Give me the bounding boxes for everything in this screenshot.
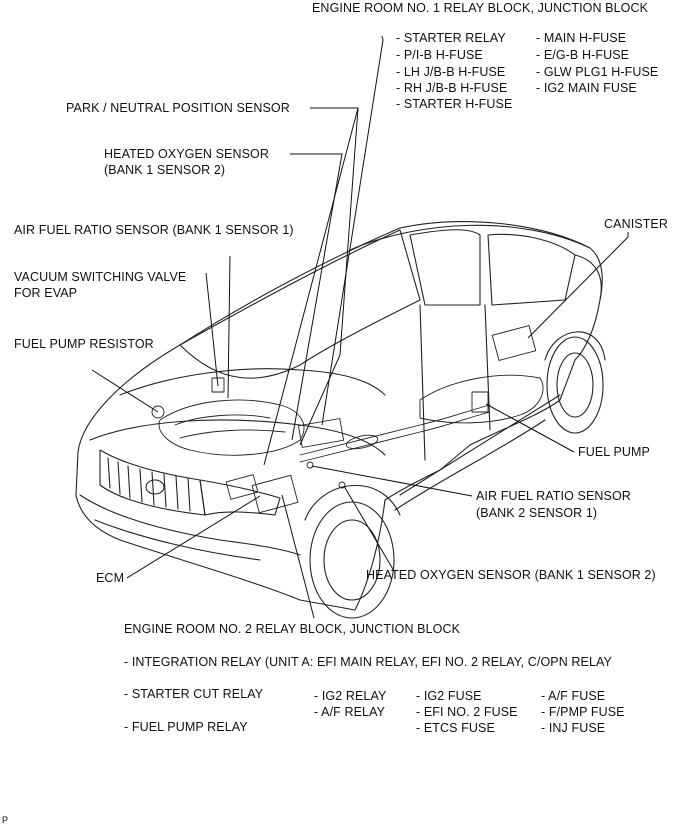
roof-line [349, 224, 591, 251]
label-heated-o2-top-1: HEATED OXYGEN SENSOR [104, 147, 269, 161]
leader-engine-room-2 [281, 494, 315, 619]
exhaust-pipe [299, 404, 491, 456]
leader-park-neutral [299, 107, 359, 446]
trunk-line [574, 254, 602, 301]
label-fuel-pump: FUEL PUMP [578, 445, 650, 459]
canister-part [491, 325, 537, 361]
er1-item-rh-jbb-hfuse: - RH J/B-B H-FUSE [396, 81, 508, 95]
leader-ecm [126, 495, 261, 579]
er1-item-ig2-main-fuse: - IG2 MAIN FUSE [536, 81, 637, 95]
er2-ig2-fuse: - IG2 FUSE [416, 689, 482, 703]
figure-id: P [2, 815, 9, 825]
er1-item-starter-hfuse: - STARTER H-FUSE [396, 97, 513, 111]
er2-etcs-fuse: - ETCS FUSE [416, 721, 495, 735]
er2-ig2-relay: - IG2 RELAY [314, 689, 387, 703]
er2-efi-no2-fuse: - EFI NO. 2 FUSE [416, 705, 518, 719]
leader-vsv [205, 272, 219, 387]
leader-af-b2s1 [311, 465, 473, 497]
side-sill [394, 419, 546, 511]
engine-block [158, 399, 305, 456]
car-body-outline [75, 221, 603, 611]
leader-engine-room-1 [321, 35, 384, 426]
windshield [179, 229, 421, 379]
label-canister: CANISTER [604, 217, 669, 231]
rear-wheel [546, 336, 604, 434]
front-wheel [309, 501, 395, 619]
er2-fpmp-fuse: - F/PMP FUSE [541, 705, 625, 719]
label-heated-o2-bottom: HEATED OXYGEN SENSOR (BANK 1 SENSOR 2) [366, 568, 656, 582]
relay-block-no1 [297, 418, 345, 448]
side-window-front [409, 229, 481, 306]
fuel-pump-part [471, 391, 489, 413]
label-ecm: ECM [96, 571, 125, 585]
engine-room-2-title: ENGINE ROOM NO. 2 RELAY BLOCK, JUNCTION … [124, 622, 461, 636]
leader-heated-o2-top [290, 153, 343, 441]
front-bumper [79, 494, 301, 556]
af-sensor-b2s1-part [306, 461, 314, 469]
leader-canister [527, 232, 629, 339]
vsv-part [211, 377, 225, 393]
er2-starter-cut-relay: - STARTER CUT RELAY [124, 687, 264, 701]
label-fuel-pump-resistor: FUEL PUMP RESISTOR [14, 337, 154, 351]
er1-item-glw-plg1-hfuse: - GLW PLG1 H-FUSE [536, 65, 659, 79]
label-af-sensor-b2s1-2: (BANK 2 SENSOR 1) [476, 506, 598, 520]
heated-o2-bottom-part [338, 481, 346, 489]
er1-item-lh-jbb-hfuse: - LH J/B-B H-FUSE [396, 65, 506, 79]
leader-fuel-pump-resistor [91, 369, 159, 413]
label-af-sensor-b1s1: AIR FUEL RATIO SENSOR (BANK 1 SENSOR 1) [14, 223, 294, 237]
leader-af-b1s1 [227, 255, 231, 399]
er1-item-main-hfuse: - MAIN H-FUSE [536, 31, 627, 45]
ecm-unit [251, 474, 299, 514]
label-heated-o2-top-2: (BANK 1 SENSOR 2) [104, 163, 226, 177]
leader-fuel-pump [485, 403, 575, 453]
label-af-sensor-b2s1-1: AIR FUEL RATIO SENSOR [476, 489, 631, 503]
label-vsv-2: FOR EVAP [14, 286, 78, 300]
er1-item-starter-relay: - STARTER RELAY [396, 31, 506, 45]
er2-fuel-pump-relay: - FUEL PUMP RELAY [124, 720, 248, 734]
label-park-neutral-sensor: PARK / NEUTRAL POSITION SENSOR [66, 101, 290, 115]
leader-heated-o2-bottom [343, 485, 395, 572]
headlamp [199, 479, 281, 516]
engine-room-1-title: ENGINE ROOM NO. 1 RELAY BLOCK, JUNCTION … [312, 1, 649, 15]
fuel-tank [419, 374, 544, 424]
er2-af-fuse: - A/F FUSE [541, 689, 606, 703]
leader-park-neutral-2 [263, 107, 359, 466]
er2-inj-fuse: - INJ FUSE [541, 721, 606, 735]
er2-integration-relay: - INTEGRATION RELAY (UNIT A: EFI MAIN RE… [124, 655, 612, 669]
label-vsv-1: VACUUM SWITCHING VALVE [14, 270, 187, 284]
hood-line [119, 368, 386, 396]
relay-block-no2 [225, 474, 259, 500]
er2-af-relay: - A/F RELAY [314, 705, 386, 719]
side-window-rear [487, 233, 576, 306]
er1-item-egb-hfuse: - E/G-B H-FUSE [536, 48, 630, 62]
er1-item-pib-hfuse: - P/I-B H-FUSE [396, 48, 483, 62]
fuel-pump-resistor-part [151, 405, 165, 419]
